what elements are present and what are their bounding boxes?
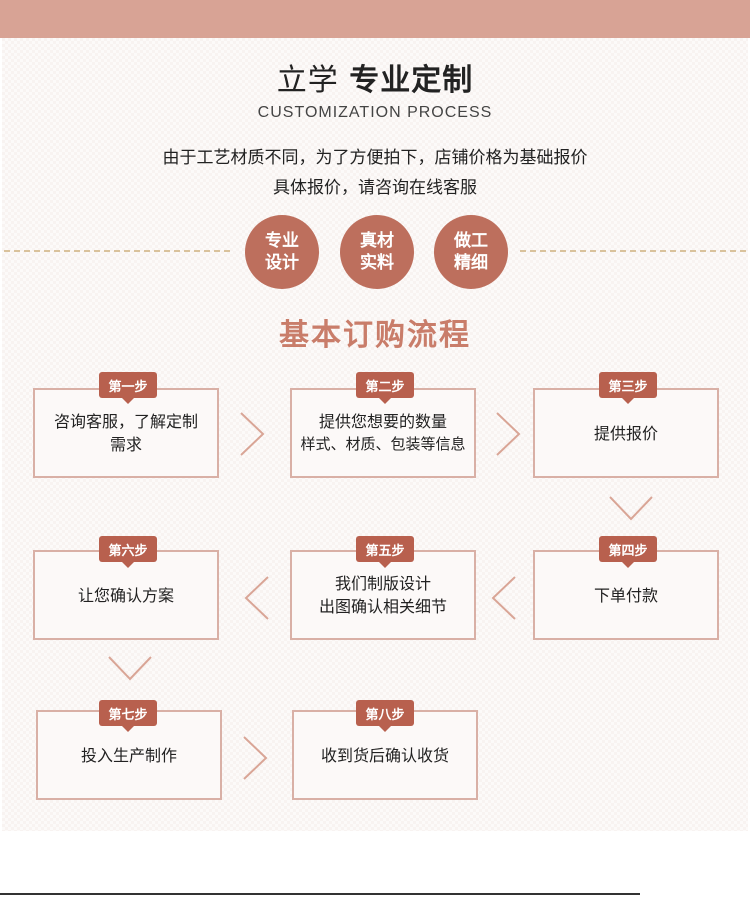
step-text-line1: 提供报价 [593,423,658,443]
step-text-line2: 样式、材质、包装等信息 [300,435,466,453]
arrow-left-icon [244,576,269,620]
badge-text-line1: 真材 [360,231,394,251]
title-brand: 立学 [276,63,339,98]
step-text-line1: 提供您想要的数量 [318,412,447,431]
badge-text-line2: 设计 [265,253,299,273]
arrow-down-icon [108,656,152,681]
arrow-left-icon [491,576,516,620]
feature-badge-design: 专业 设计 [245,215,319,289]
process-title: 基本订购流程 [279,318,471,353]
title-main: 专业定制 [349,63,474,98]
dashed-divider-right [520,250,746,252]
badge-text-line2: 实料 [360,253,394,273]
badge-text-line2: 精细 [454,253,488,273]
dashed-divider-left [4,250,230,252]
feature-badge-material: 真材 实料 [340,215,414,289]
step-text-line2: 出图确认相关细节 [318,597,447,616]
step-tag-3: 第三步 [599,372,657,404]
arrow-right-icon [240,412,265,456]
step-card-1: 咨询客服，了解定制 需求 [33,388,219,478]
step-text-line2: 需求 [109,435,142,454]
top-banner-bar [0,0,750,38]
badge-text-line1: 做工 [454,231,488,251]
step-tag-4: 第四步 [599,536,657,568]
page-subtitle: CUSTOMIZATION PROCESS [257,104,493,121]
step-tag-7: 第七步 [99,700,157,732]
step-tag-2: 第二步 [356,372,414,404]
step-tag-6: 第六步 [99,536,157,568]
badge-text-line1: 专业 [265,231,299,251]
page-title: 立学 专业定制 [0,55,750,99]
arrow-right-icon [496,412,521,456]
step-text-line1: 收到货后确认收货 [320,745,449,765]
arrow-down-icon [609,496,653,521]
step-text-line1: 我们制版设计 [334,574,431,593]
feature-badge-craft: 做工 精细 [434,215,508,289]
step-text-line1: 投入生产制作 [80,745,177,765]
arrow-right-icon [243,736,268,780]
description-line-2: 具体报价，请咨询在线客服 [273,178,477,198]
step-tag-1: 第一步 [99,372,157,404]
step-tag-8: 第八步 [356,700,414,732]
description-line-1: 由于工艺材质不同，为了方便拍下，店铺价格为基础报价 [162,148,588,168]
step-text-line1: 让您确认方案 [77,585,174,605]
step-tag-5: 第五步 [356,536,414,568]
step-text-line1: 咨询客服，了解定制 [53,412,198,431]
step-text-line1: 下单付款 [593,585,658,605]
bottom-divider [0,893,640,895]
